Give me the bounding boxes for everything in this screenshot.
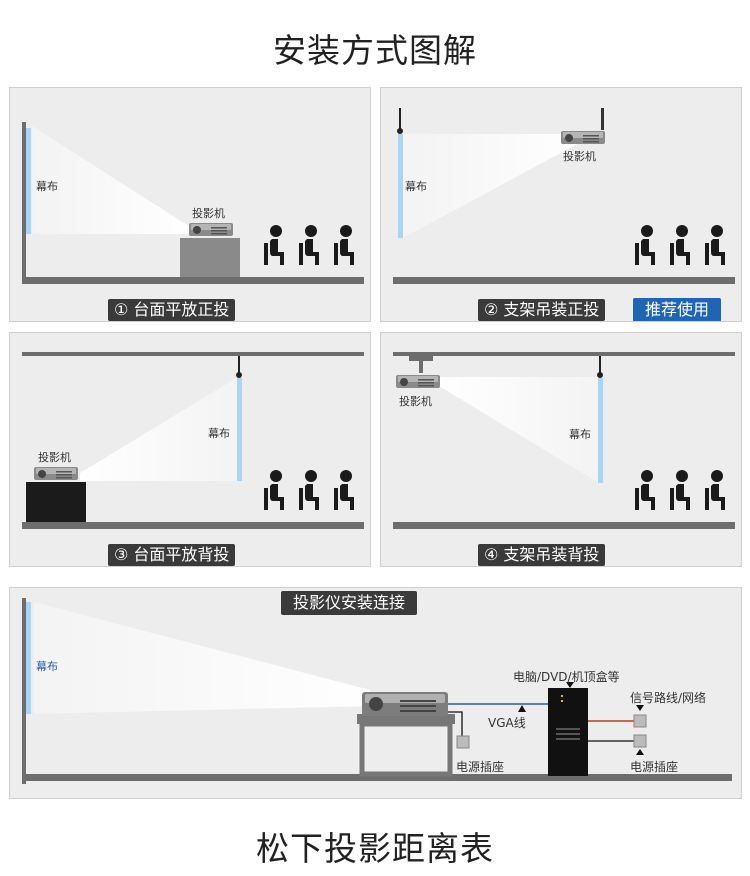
vga-arrow-icon — [518, 705, 526, 712]
projector-table-top — [357, 714, 455, 724]
person-icon — [264, 225, 284, 265]
floor — [22, 522, 364, 529]
projector-label: 投影机 — [399, 395, 432, 408]
power-socket-left-icon — [456, 735, 470, 749]
projector-label: 投影机 — [38, 451, 71, 464]
screen-rod — [399, 108, 401, 130]
floor — [22, 774, 732, 781]
projector-icon — [362, 692, 448, 716]
panel-4-illustration — [393, 352, 735, 529]
power-arrow-icon — [636, 749, 644, 755]
screen-label: 幕布 — [569, 428, 591, 441]
floor — [22, 277, 364, 284]
projector-label: 投影机 — [192, 207, 225, 220]
cabinet — [26, 482, 86, 522]
wall — [22, 598, 26, 784]
vga-cable-label: VGA线 — [488, 716, 526, 730]
screen-rod — [238, 356, 240, 374]
projector-table-frame — [359, 721, 453, 777]
connection-caption: 投影仪安装连接 — [281, 591, 418, 615]
person-icon — [334, 470, 354, 510]
projector-icon — [396, 375, 440, 388]
ceiling — [393, 352, 735, 356]
screen-reel — [397, 128, 403, 134]
panel-caption: ① 台面平放正投 — [108, 299, 236, 321]
person-icon — [705, 225, 725, 265]
projector-icon — [561, 131, 605, 144]
distance-table-title: 松下投影距离表 — [256, 829, 494, 868]
panel-desk-rear-projection: 幕布 投影机 ③ 台面平放背投 — [9, 332, 371, 567]
projector-label: 投影机 — [563, 150, 596, 163]
screen — [26, 128, 31, 234]
computer-tower-icon — [548, 688, 588, 776]
person-icon — [670, 470, 690, 510]
power-socket-right-icon — [633, 734, 647, 748]
screen — [237, 378, 242, 481]
power-cable-left — [448, 711, 463, 736]
screen-reel — [236, 372, 242, 378]
screen-label: 幕布 — [36, 660, 58, 673]
floor — [393, 277, 735, 284]
panel-ceiling-rear-projection: 幕布 投影机 ④ 支架吊装背投 — [380, 332, 742, 567]
signal-arrow-icon — [636, 705, 644, 711]
projector-icon — [34, 467, 78, 480]
screen-label: 幕布 — [36, 180, 58, 193]
screen — [398, 134, 403, 238]
computer-led — [561, 700, 563, 702]
screen-label: 幕布 — [208, 427, 230, 440]
ceiling-mount — [601, 108, 604, 130]
light-beam — [439, 377, 599, 483]
panel-1-illustration — [22, 122, 364, 284]
panel-caption: ③ 台面平放背投 — [108, 544, 236, 566]
light-beam — [403, 134, 583, 238]
person-icon — [334, 225, 354, 265]
person-icon — [635, 470, 655, 510]
light-beam — [80, 377, 238, 481]
screen — [598, 378, 603, 483]
computer-led — [561, 695, 563, 697]
power-socket-left-label: 电源插座 — [456, 760, 505, 774]
ceiling — [22, 352, 364, 356]
screen-label: 幕布 — [405, 180, 427, 193]
connection-illustration — [22, 598, 732, 784]
recommended-badge: 推荐使用 — [633, 298, 722, 321]
light-beam — [34, 602, 370, 714]
ceiling-mount — [419, 361, 423, 373]
wall — [22, 122, 26, 284]
panel-3-illustration — [22, 352, 364, 529]
panel-2-illustration — [393, 108, 735, 284]
screen-rod — [599, 356, 601, 374]
screen-reel — [597, 372, 603, 378]
network-socket-icon — [633, 714, 647, 728]
computer-arrow-icon — [566, 682, 574, 688]
screen — [26, 602, 31, 714]
person-icon — [299, 225, 319, 265]
panel-projector-connection: 投影仪安装连接 幕布 电脑/DVD/机顶盒等 VGA线 信号路线/网络 电源插座… — [9, 587, 742, 799]
ceiling-mount-plate — [409, 356, 433, 361]
computer-vent — [556, 733, 580, 735]
computer-vent — [556, 728, 580, 730]
panel-desk-front-projection: 幕布 投影机 ① 台面平放正投 — [9, 87, 371, 322]
page-title: 安装方式图解 — [273, 31, 477, 70]
person-icon — [264, 470, 284, 510]
computer-label: 电脑/DVD/机顶盒等 — [513, 670, 620, 684]
computer-vent — [556, 738, 580, 740]
person-icon — [670, 225, 690, 265]
light-beam — [32, 126, 192, 234]
table — [180, 238, 240, 277]
floor — [393, 522, 735, 529]
panel-caption: ② 支架吊装正投 — [478, 299, 606, 321]
projector-icon — [189, 223, 233, 236]
panel-ceiling-front-projection: 幕布 投影机 ② 支架吊装正投 推荐使用 — [380, 87, 742, 322]
power-socket-right-label: 电源插座 — [630, 760, 679, 774]
person-icon — [705, 470, 725, 510]
panel-caption: ④ 支架吊装背投 — [478, 544, 606, 566]
person-icon — [299, 470, 319, 510]
signal-label: 信号路线/网络 — [630, 691, 707, 705]
person-icon — [635, 225, 655, 265]
